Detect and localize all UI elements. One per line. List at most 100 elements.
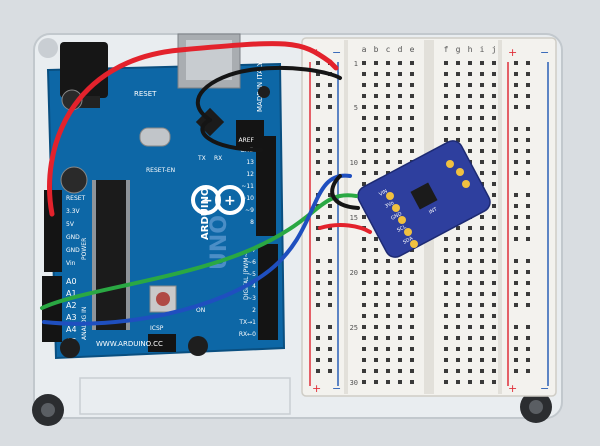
breadboard-hole — [374, 237, 378, 241]
digital-header-low — [258, 244, 278, 340]
breadboard-hole — [444, 237, 448, 241]
breadboard-hole — [410, 94, 414, 98]
breadboard-hole — [444, 138, 448, 142]
breadboard-hole — [398, 149, 402, 153]
breadboard-hole — [362, 248, 366, 252]
icsp-label: ICSP — [150, 325, 164, 332]
breadboard-hole — [480, 248, 484, 252]
rail-hole — [526, 358, 530, 362]
breadboard-hole — [480, 259, 484, 263]
breadboard-hole — [374, 105, 378, 109]
breadboard-hole — [480, 105, 484, 109]
rail-hole — [526, 270, 530, 274]
breadboard-hole — [456, 369, 460, 373]
breadboard-hole — [444, 358, 448, 362]
rail-hole — [328, 347, 332, 351]
breadboard-hole — [410, 138, 414, 142]
breadboard-hole — [362, 347, 366, 351]
rail-hole — [316, 149, 320, 153]
aref-label: AREF — [238, 137, 254, 144]
breadboard-hole — [480, 292, 484, 296]
breadboard-hole — [386, 149, 390, 153]
breadboard-hole — [456, 116, 460, 120]
breadboard-hole — [386, 369, 390, 373]
breadboard-hole — [444, 127, 448, 131]
breadboard-hole — [398, 270, 402, 274]
breadboard-hole — [444, 270, 448, 274]
rail-hole — [316, 160, 320, 164]
breadboard-hole — [398, 281, 402, 285]
breadboard-hole — [456, 127, 460, 131]
crystal — [139, 127, 171, 147]
breadboard-hole — [386, 358, 390, 362]
breadboard-hole — [410, 281, 414, 285]
breadboard-hole — [398, 347, 402, 351]
col-letter-d: d — [398, 45, 403, 54]
breadboard-hole — [398, 61, 402, 65]
digital-header-high — [256, 136, 276, 236]
row-number: 15 — [350, 214, 358, 222]
breadboard-hole — [444, 72, 448, 76]
breadboard-hole — [374, 270, 378, 274]
breadboard-hole — [480, 281, 484, 285]
breadboard-hole — [410, 303, 414, 307]
rail-hole — [328, 83, 332, 87]
rail-hole — [328, 149, 332, 153]
rail-hole — [316, 292, 320, 296]
breadboard-hole — [492, 259, 496, 263]
breadboard-hole — [386, 380, 390, 384]
breadboard-hole — [362, 61, 366, 65]
breadboard-hole — [492, 303, 496, 307]
power-label-reset: RESET — [66, 195, 86, 202]
rail-hole — [328, 138, 332, 142]
rail-hole — [514, 292, 518, 296]
rail-hole — [328, 160, 332, 164]
breadboard-hole — [374, 292, 378, 296]
rail-hole — [328, 325, 332, 329]
breadboard-hole — [398, 358, 402, 362]
breadboard-hole — [386, 160, 390, 164]
breadboard-hole — [374, 303, 378, 307]
tx-label: TX — [197, 155, 206, 162]
breadboard-hole — [468, 259, 472, 263]
rail-hole — [316, 303, 320, 307]
breadboard-hole — [468, 237, 472, 241]
breadboard-hole — [398, 336, 402, 340]
breadboard-hole — [386, 138, 390, 142]
rail-minus-bottom-right: − — [540, 382, 549, 395]
breadboard-hole — [468, 105, 472, 109]
breakout-label-gnd: GND — [390, 211, 403, 222]
breadboard-hole — [444, 259, 448, 263]
rail-hole — [316, 358, 320, 362]
standoff — [258, 86, 270, 98]
rail-hole — [316, 138, 320, 142]
breadboard-hole — [374, 259, 378, 263]
breadboard-hole — [456, 105, 460, 109]
reset-en-label: RESET-EN — [146, 167, 175, 174]
power-label-3v3: 3.3V — [66, 208, 81, 215]
power-label-gnd1: GND — [66, 234, 80, 241]
digital-label-0: RX←0 — [239, 331, 256, 338]
rail-hole — [514, 138, 518, 142]
rail-hole — [514, 171, 518, 175]
rail-hole — [526, 292, 530, 296]
breadboard-hole — [386, 259, 390, 263]
breadboard-hole — [386, 61, 390, 65]
breadboard-hole — [362, 292, 366, 296]
breadboard-hole — [480, 347, 484, 351]
breadboard-hole — [410, 380, 414, 384]
rail-hole — [514, 358, 518, 362]
breadboard-hole — [456, 314, 460, 318]
breadboard-hole — [480, 215, 484, 219]
breadboard-hole — [456, 380, 460, 384]
breadboard-hole — [456, 83, 460, 87]
svg-text:−: − — [201, 193, 213, 209]
breadboard-hole — [468, 149, 472, 153]
rail-hole — [316, 270, 320, 274]
breadboard-hole — [492, 292, 496, 296]
wire-red-5v — [47, 41, 333, 217]
breadboard-hole — [480, 138, 484, 142]
breadboard-hole — [398, 314, 402, 318]
breadboard-hole — [468, 336, 472, 340]
rail-hole — [526, 72, 530, 76]
